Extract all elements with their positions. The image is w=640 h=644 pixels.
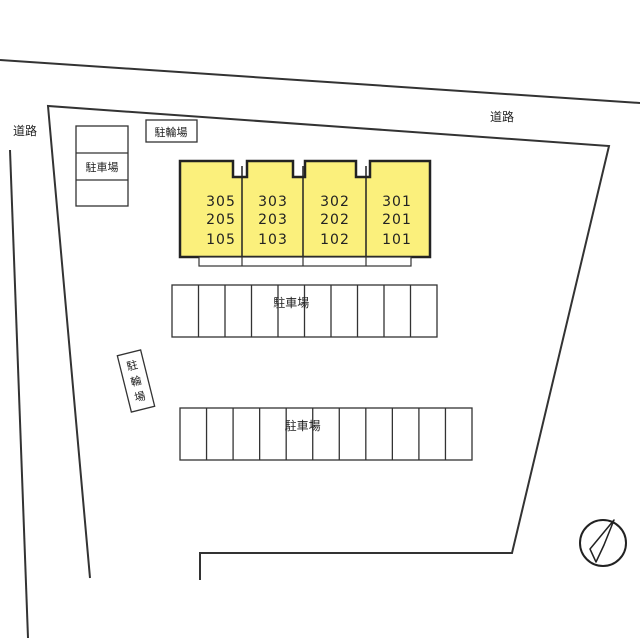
- unit-number: 101: [382, 232, 412, 248]
- bicycle-parking-side: 駐 輪 場: [116, 349, 156, 413]
- unit-number: 302: [320, 194, 350, 210]
- balcony-strip: [198, 256, 412, 267]
- unit-number: 301: [382, 194, 412, 210]
- unit-number: 201: [382, 212, 412, 228]
- bicycle-parking-top-label: 駐輪場: [155, 125, 188, 139]
- unit-number: 102: [320, 232, 350, 248]
- parking-row-label: 駐車場: [273, 295, 309, 310]
- parking-row-1: 駐車場: [171, 284, 438, 338]
- parking-small: 駐車場: [75, 125, 129, 207]
- unit-number: 103: [258, 232, 288, 248]
- north-arrow-icon: [579, 519, 627, 567]
- road-label-left: 道路: [13, 123, 37, 138]
- bicycle-parking-top: [145, 119, 198, 143]
- road-left-edge: [9, 149, 29, 639]
- unit-number: 305: [206, 194, 236, 210]
- bicycle-parking-side-char-3: 場: [133, 389, 147, 404]
- bicycle-parking-side-char-1: 駐: [125, 357, 139, 373]
- unit-number: 303: [258, 194, 288, 210]
- road-top-edge: [0, 59, 640, 104]
- unit-number: 202: [320, 212, 350, 228]
- apartment-building: 305 205 105 303 203 103 302 202 102 301 201 101: [178, 159, 432, 259]
- unit-number: 105: [206, 232, 236, 248]
- parking-row-label: 駐車場: [285, 418, 321, 433]
- road-label-top: 道路: [490, 109, 514, 124]
- site-boundary: [46, 104, 611, 580]
- parking-row-2: 駐車場: [179, 407, 473, 461]
- unit-number: 205: [206, 212, 236, 228]
- parking-small-label: 駐車場: [86, 160, 119, 174]
- unit-number: 203: [258, 212, 288, 228]
- bicycle-parking-side-char-2: 輪: [129, 373, 143, 389]
